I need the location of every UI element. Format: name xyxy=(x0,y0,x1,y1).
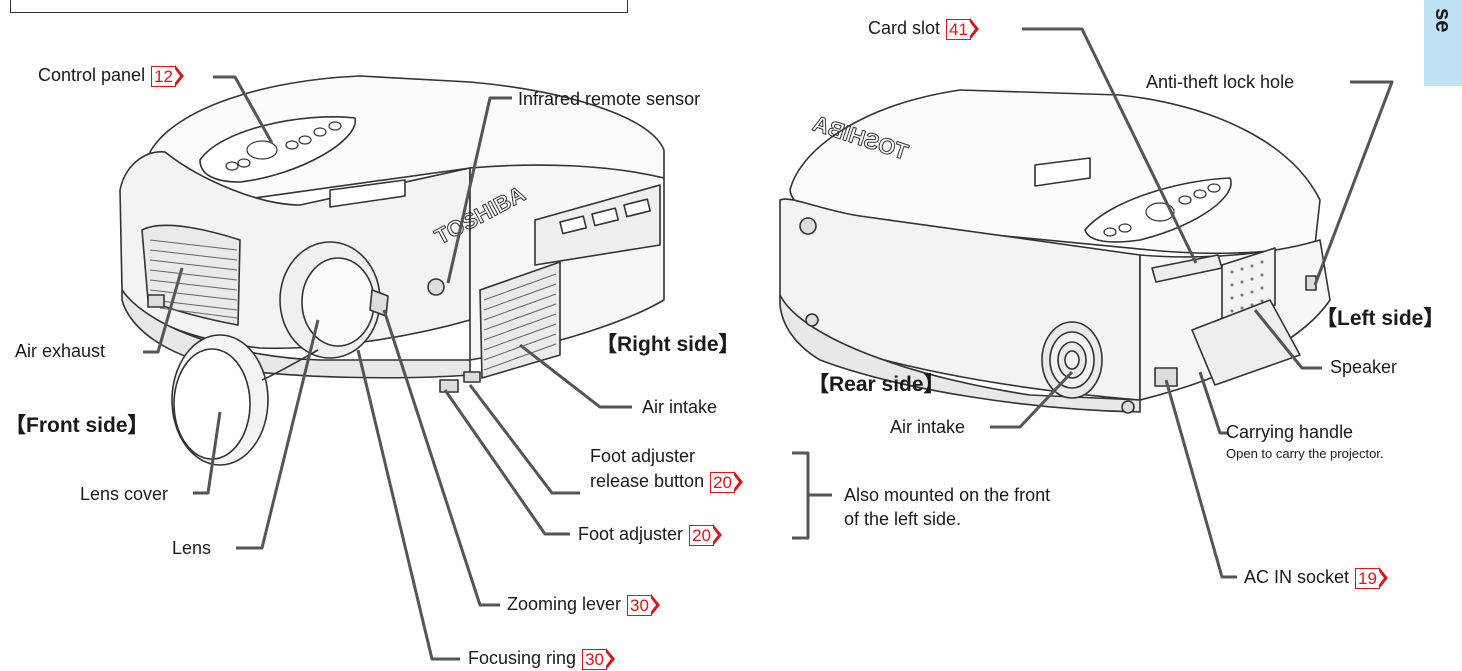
label-also-mounted-line2: of the left side. xyxy=(844,509,962,529)
label-left-side: 【Left side】 xyxy=(1316,307,1445,330)
foot-release-text: release button xyxy=(590,471,705,491)
section-tab: se xyxy=(1424,0,1462,86)
label-speaker: Speaker xyxy=(1330,357,1398,377)
leader-control-panel xyxy=(213,75,274,144)
ref-number: 19 xyxy=(1355,567,1380,589)
leader-air-intake-rear xyxy=(990,370,1074,429)
leader-carrying-handle xyxy=(1198,371,1228,435)
foot-adjuster-text: Foot adjuster xyxy=(578,524,684,544)
projector-rear-left: TOSHIBA xyxy=(779,89,1331,414)
ref-number: 20 xyxy=(689,524,714,546)
top-frame xyxy=(10,0,628,13)
label-air-exhaust: Air exhaust xyxy=(15,341,106,361)
label-air-intake-rear: Air intake xyxy=(890,417,966,437)
label-right-side: 【Right side】 xyxy=(596,333,740,356)
ref-badge: 12 xyxy=(151,65,184,88)
label-anti-theft: Anti-theft lock hole xyxy=(1146,72,1295,92)
label-lens-cover: Lens cover xyxy=(80,484,169,504)
ref-badge: 30 xyxy=(582,648,615,671)
section-tab-text: se xyxy=(1431,8,1456,33)
leader-foot-adjuster xyxy=(443,389,570,536)
leader-infrared xyxy=(446,96,512,284)
ref-arrow-icon xyxy=(174,65,184,88)
label-carrying-handle: Carrying handle xyxy=(1226,422,1354,442)
ref-badge: 20 xyxy=(689,524,722,547)
ref-badge: 19 xyxy=(1355,567,1388,590)
ref-arrow-icon xyxy=(1377,567,1388,590)
leader-ac-in xyxy=(1164,379,1237,579)
leader-lines xyxy=(143,27,1394,661)
ref-arrow-icon xyxy=(968,18,979,41)
ref-number: 30 xyxy=(627,594,652,616)
label-rear-side: 【Rear side】 xyxy=(808,373,945,396)
ref-arrow-icon xyxy=(711,524,722,547)
ref-number: 12 xyxy=(151,65,176,87)
label-carrying-note: Open to carry the projector. xyxy=(1226,446,1384,461)
ref-arrow-icon xyxy=(604,648,615,671)
leader-lens xyxy=(236,319,320,550)
ac-in-text: AC IN socket xyxy=(1244,567,1350,587)
zooming-lever-text: Zooming lever xyxy=(507,594,622,614)
leader-anti-theft xyxy=(1313,80,1394,286)
leader-card-slot xyxy=(1022,27,1198,264)
leader-air-exhaust xyxy=(143,267,184,354)
ref-number: 30 xyxy=(582,648,607,670)
ref-badge: 41 xyxy=(946,18,979,41)
label-air-intake-right: Air intake xyxy=(642,397,718,417)
ref-arrow-icon xyxy=(733,471,744,494)
leader-foot-release xyxy=(468,384,580,495)
label-foot-release-line1: Foot adjuster xyxy=(590,446,696,466)
projector-front-right: TOSHIBA xyxy=(119,75,665,466)
control-panel-text: Control panel xyxy=(38,65,146,85)
label-lens: Lens xyxy=(172,538,212,558)
card-slot-text: Card slot xyxy=(868,18,941,38)
focusing-ring-text: Focusing ring xyxy=(468,648,577,668)
bracket xyxy=(792,451,810,540)
ref-badge: 30 xyxy=(627,594,660,617)
leader-focusing xyxy=(356,349,460,661)
leader-air-intake-right xyxy=(519,343,632,409)
label-also-mounted-line1: Also mounted on the front xyxy=(844,485,1051,505)
leader-zooming xyxy=(382,309,500,607)
ref-number: 20 xyxy=(710,471,736,493)
leader-lens-cover xyxy=(193,411,222,495)
ref-number: 41 xyxy=(946,18,971,40)
label-infrared-sensor: Infrared remote sensor xyxy=(518,89,701,109)
ref-arrow-icon xyxy=(649,594,660,617)
ref-badge: 20 xyxy=(710,471,744,494)
leader-speaker xyxy=(1253,309,1322,370)
label-front-side: 【Front side】 xyxy=(5,414,149,437)
